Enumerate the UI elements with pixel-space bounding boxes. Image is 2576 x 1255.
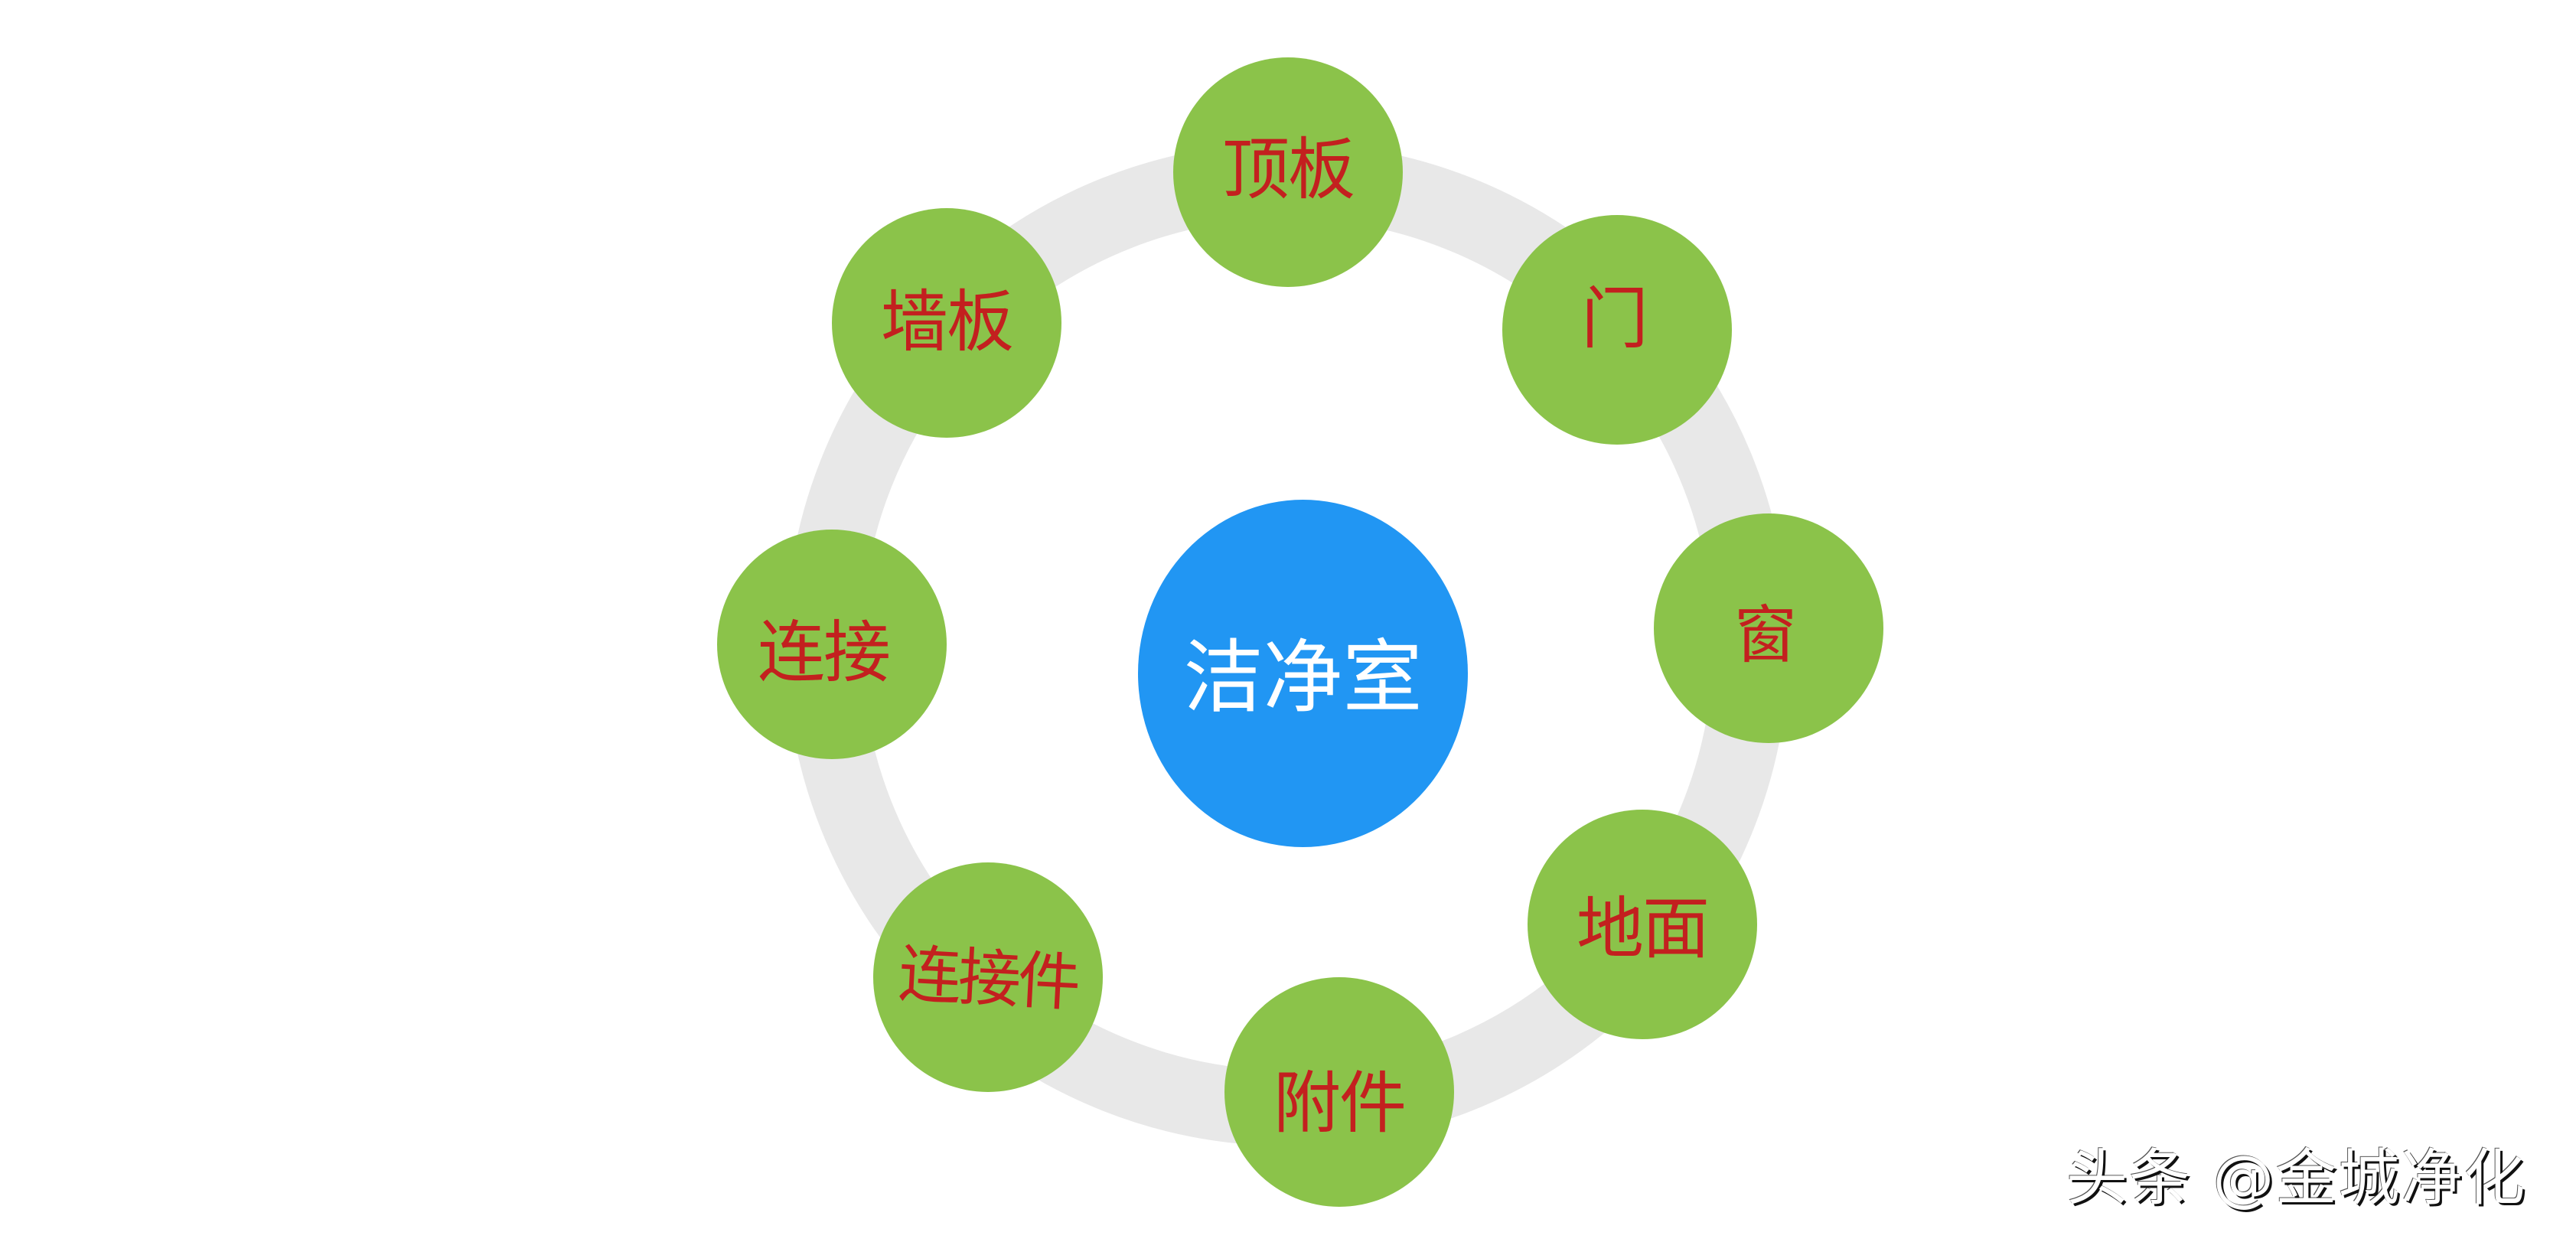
- node-floor: 地面: [1528, 810, 1757, 1039]
- node-window: 窗: [1654, 513, 1883, 743]
- node-door: 门: [1502, 215, 1732, 445]
- node-ceiling-panel: 顶板: [1173, 57, 1403, 287]
- center-hub-label: 洁净室: [1183, 631, 1423, 724]
- node-label: 顶板: [1221, 130, 1355, 209]
- node-label: 墙板: [880, 282, 1014, 361]
- node-label: 门: [1580, 279, 1648, 358]
- watermark: 头条 @金城净化: [2066, 1143, 2527, 1214]
- node-wall-panel: 墙板: [832, 208, 1061, 438]
- center-hub: 洁净室: [1138, 500, 1468, 847]
- node-label: 连接: [757, 613, 891, 692]
- node-label: 附件: [1273, 1064, 1407, 1143]
- node-label: 窗: [1733, 599, 1797, 672]
- node-connection: 连接: [717, 530, 947, 759]
- node-connectors: 连接件: [873, 862, 1103, 1092]
- node-accessories: 附件: [1224, 977, 1454, 1207]
- node-label: 连接件: [896, 937, 1080, 1021]
- node-label: 地面: [1576, 889, 1710, 968]
